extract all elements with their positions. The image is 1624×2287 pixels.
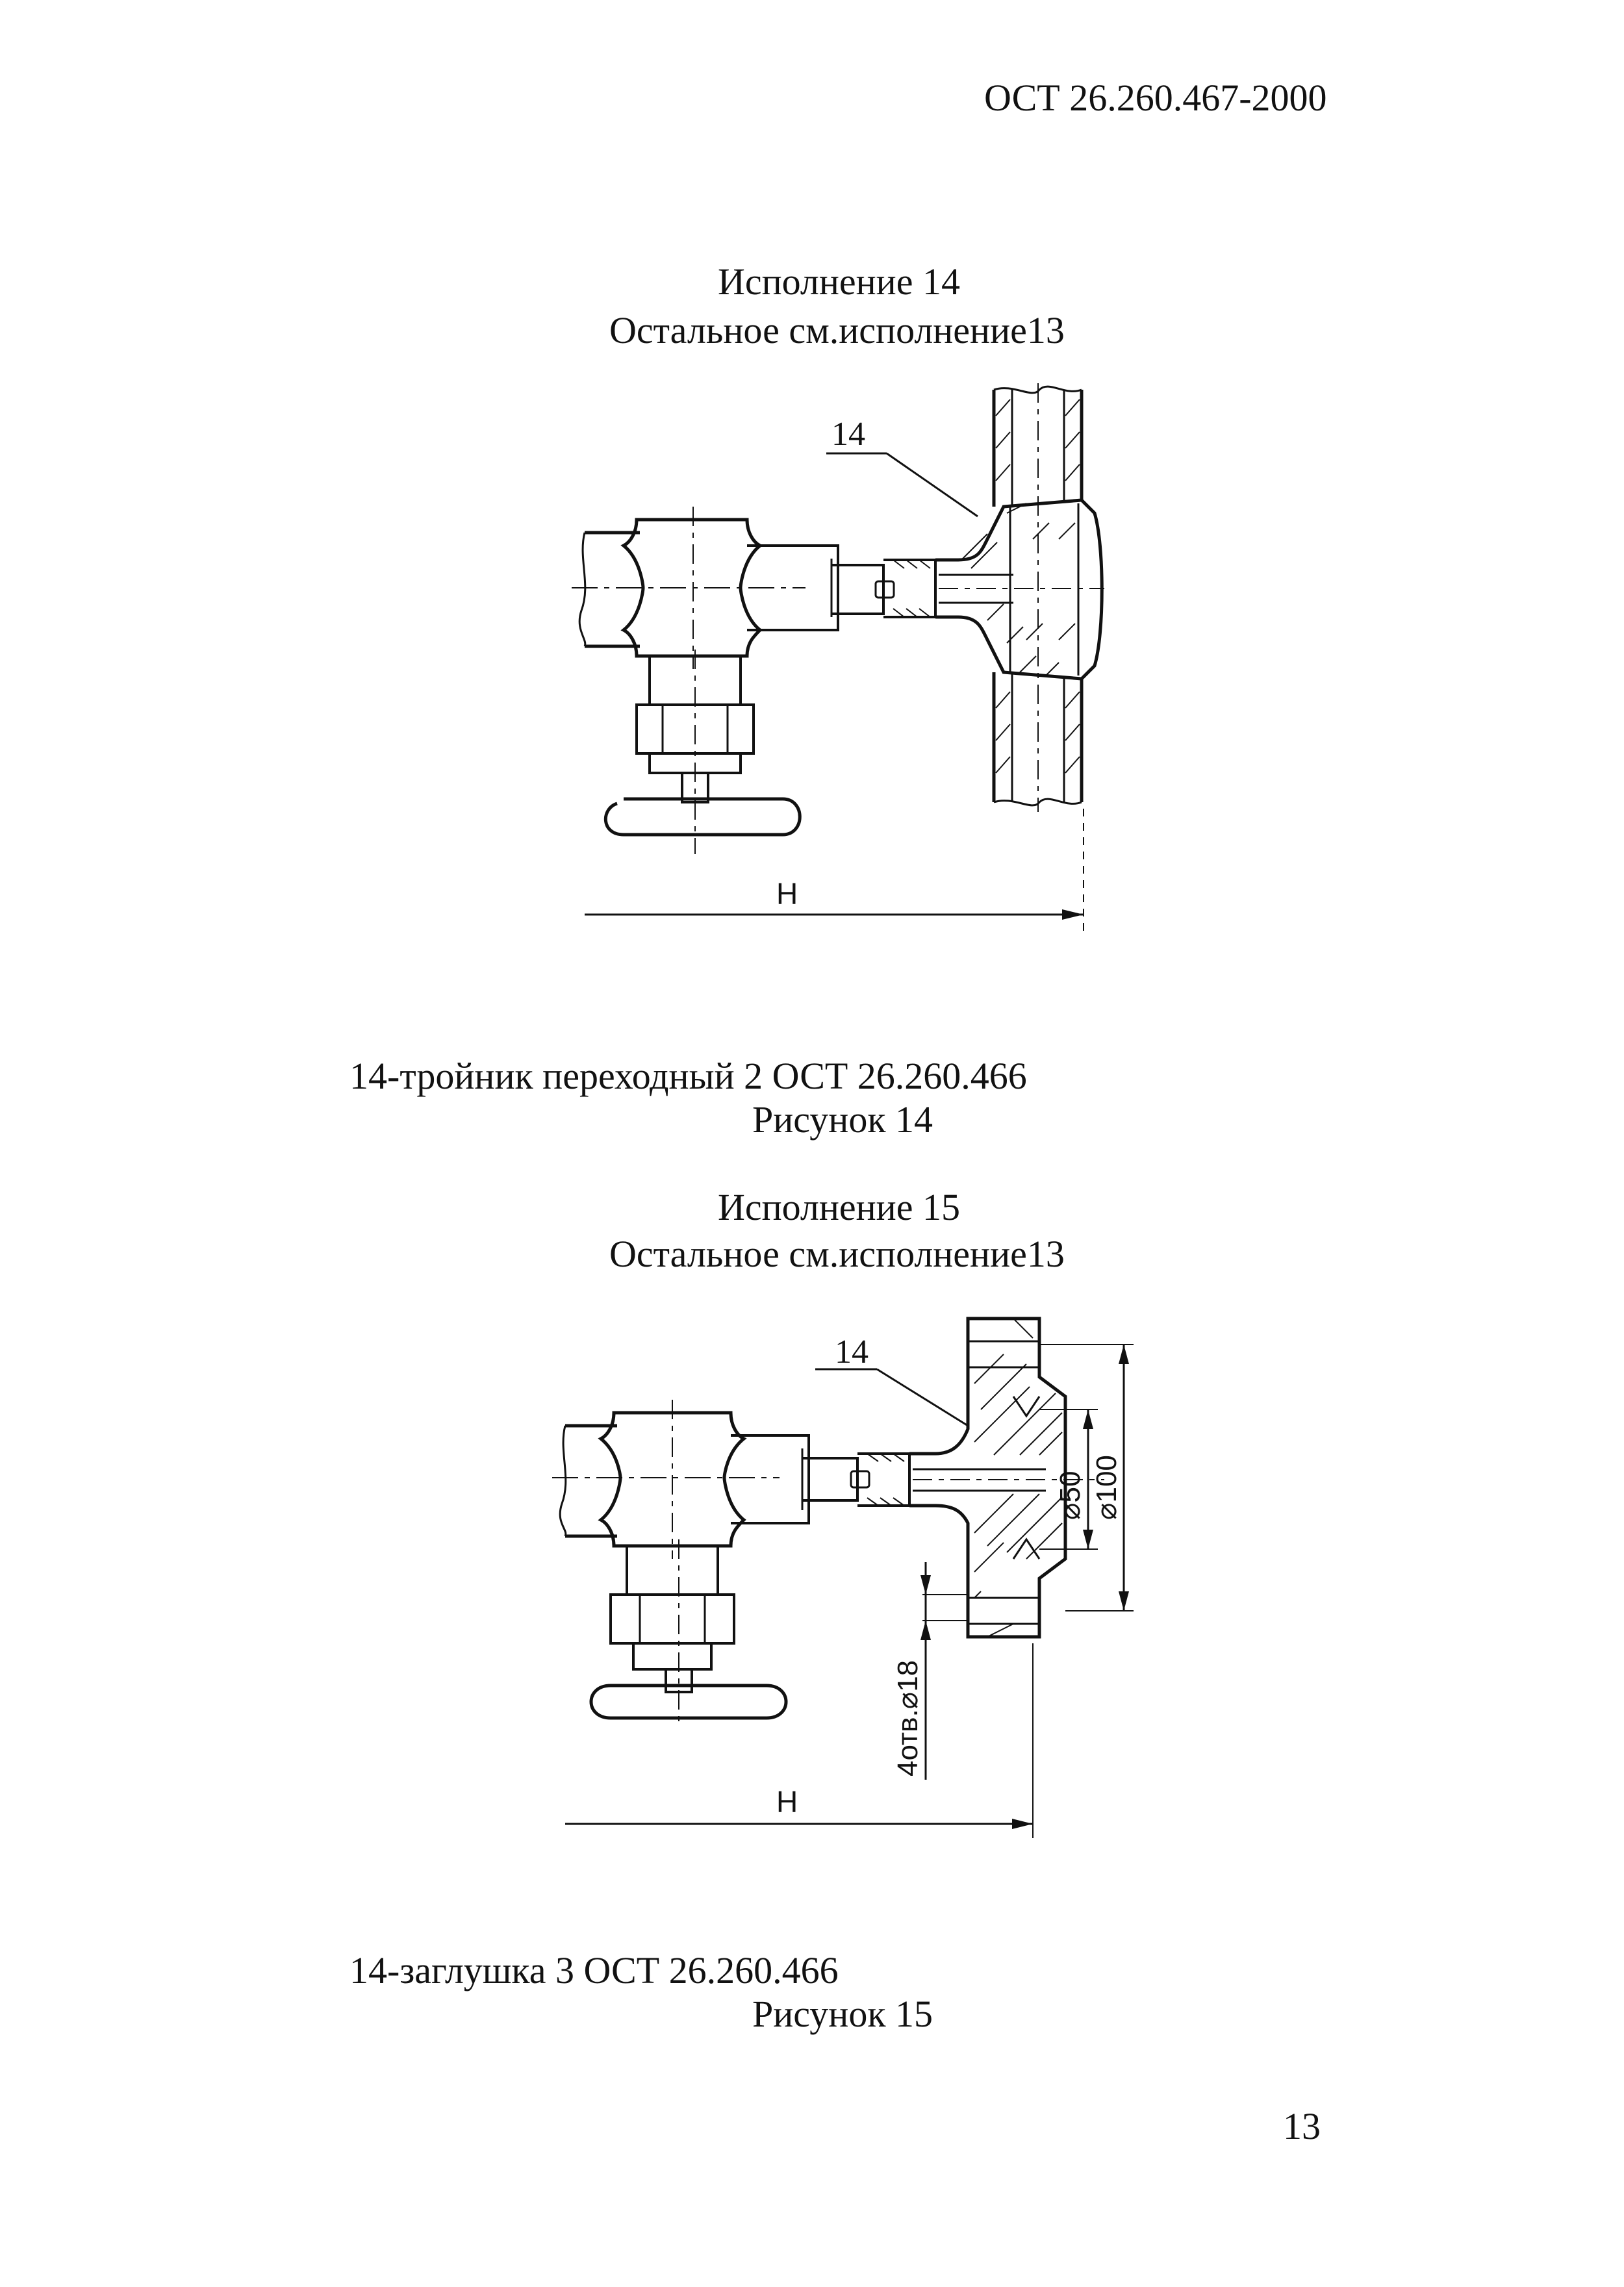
fig15-handwheel: [589, 1684, 788, 1720]
figure15-legend: 14-заглушка 3 ОСТ 26.260.466: [349, 1949, 839, 1991]
fig15-dimension-d50: ⌀50: [1039, 1409, 1098, 1550]
figure15-title: Исполнение 15: [718, 1186, 960, 1228]
fig15-dimension-holes: 4отв.⌀18: [892, 1562, 968, 1780]
fig15-holes-label: 4отв.⌀18: [892, 1660, 924, 1776]
figure14-caption: Рисунок 14: [752, 1098, 933, 1141]
figure14-subtitle: Остальное см.исполнение13: [609, 309, 1065, 351]
fig15-stem: [609, 1539, 735, 1728]
page-number: 13: [1283, 2105, 1321, 2147]
fig15-callout-number: 14: [835, 1333, 869, 1371]
figure15-subtitle: Остальное см.исполнение13: [609, 1233, 1065, 1275]
fig14-tee: [935, 498, 1104, 681]
figure14-legend: 14-тройник переходный 2 ОСТ 26.260.466: [349, 1055, 1027, 1097]
figure14-title: Исполнение 14: [718, 260, 960, 303]
fig15-dimension-h: H: [565, 1643, 1034, 1838]
fig14-dimension-h: H: [585, 809, 1084, 932]
fig15-pipe: [552, 1424, 780, 1538]
fig15-plug: [909, 1317, 1104, 1639]
fig14-main-pipe: [992, 383, 1084, 812]
fig14-handwheel: [603, 797, 802, 837]
fig14-dimension-label: H: [776, 877, 798, 911]
fig15-dimension-label: H: [776, 1785, 798, 1819]
fig14-stem: [635, 650, 755, 854]
fig15-nipple: [802, 1452, 911, 1507]
fig15-d50-label: ⌀50: [1054, 1471, 1086, 1520]
fig15-callout: 14: [815, 1333, 969, 1427]
fig14-callout: 14: [826, 416, 978, 518]
fig15-valve-body: [598, 1400, 810, 1559]
fig14-valve-body: [620, 507, 839, 669]
fig15-dimension-d100: ⌀100: [1039, 1344, 1134, 1611]
fig15-d100-label: ⌀100: [1091, 1455, 1123, 1520]
fig14-pipe: [572, 531, 806, 648]
document-code: ОСТ 26.260.467-2000: [984, 77, 1327, 119]
figure15-caption: Рисунок 15: [752, 1993, 933, 2035]
fig14-callout-number: 14: [831, 416, 865, 453]
fig14-nipple: [831, 559, 937, 618]
